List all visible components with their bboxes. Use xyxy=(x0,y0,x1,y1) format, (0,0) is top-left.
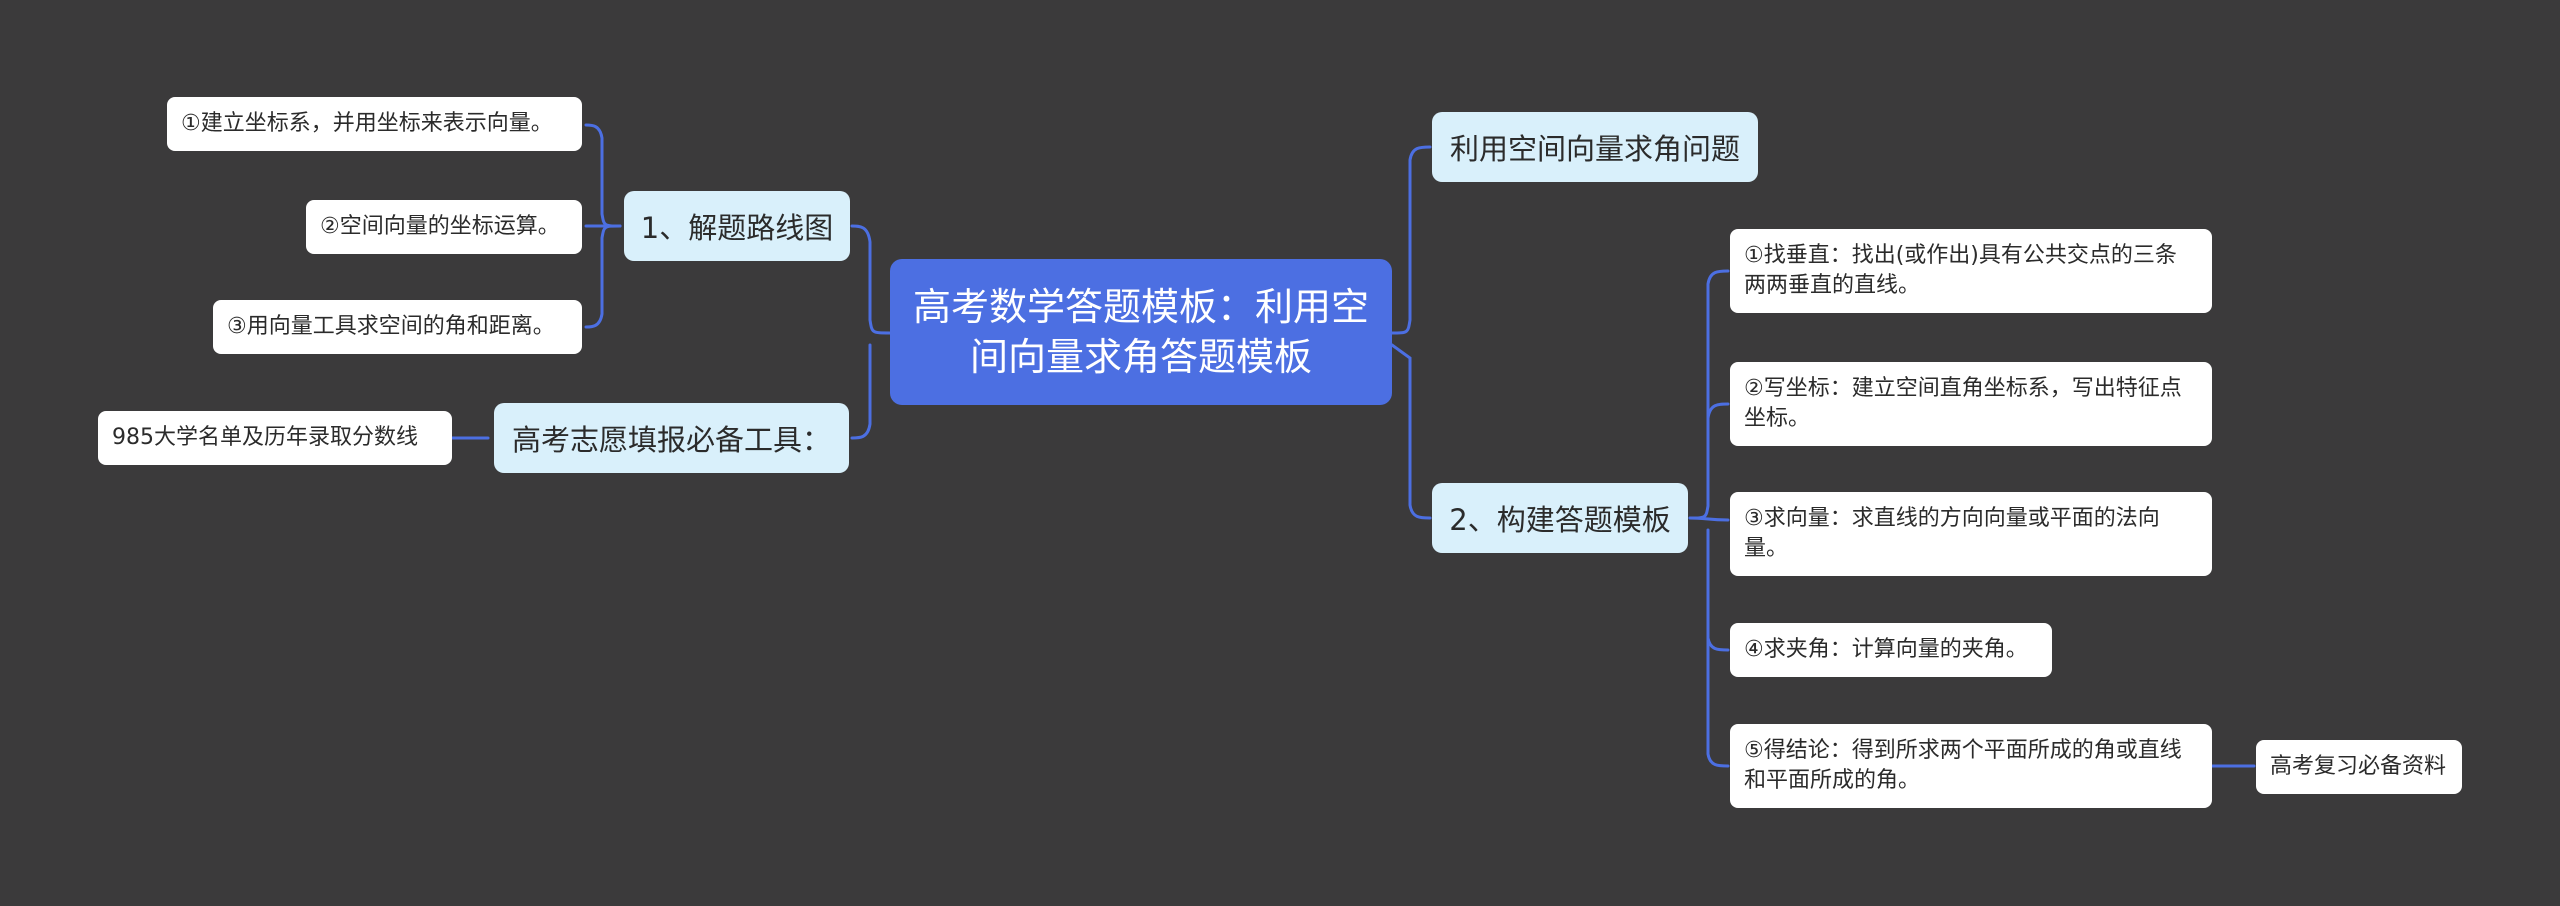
branch-solution-route[interactable]: 1、解题路线图 xyxy=(624,191,850,261)
template-step-3[interactable]: ③求向量：求直线的方向向量或平面的法向量。 xyxy=(1730,492,2212,576)
branch-angle-problem-label: 利用空间向量求角问题 xyxy=(1449,132,1740,166)
exam-review-materials[interactable]: 高考复习必备资料 xyxy=(2256,740,2462,794)
branch-angle-problem[interactable]: 利用空间向量求角问题 xyxy=(1432,112,1758,182)
branch-answer-template[interactable]: 2、构建答题模板 xyxy=(1432,483,1688,553)
template-step-4[interactable]: ④求夹角：计算向量的夹角。 xyxy=(1730,623,2052,677)
branch-solution-route-label: 1、解题路线图 xyxy=(640,211,834,245)
branch-application-tool[interactable]: 高考志愿填报必备工具： xyxy=(494,403,849,473)
branch-application-tool-label: 高考志愿填报必备工具： xyxy=(511,423,831,457)
template-step-2[interactable]: ②写坐标：建立空间直角坐标系，写出特征点坐标。 xyxy=(1730,362,2212,446)
root-topic-label: 高考数学答题模板：利用空间向量求角答题模板 xyxy=(912,285,1369,379)
template-step-5[interactable]: ⑤得结论：得到所求两个平面所成的角或直线和平面所成的角。 xyxy=(1730,724,2212,808)
template-step-1[interactable]: ①找垂直：找出(或作出)具有公共交点的三条两两垂直的直线。 xyxy=(1730,229,2212,313)
route-step-3[interactable]: ③用向量工具求空间的角和距离。 xyxy=(213,300,582,354)
root-topic[interactable]: 高考数学答题模板：利用空间向量求角答题模板 xyxy=(890,259,1392,405)
university-score-list[interactable]: 985大学名单及历年录取分数线 xyxy=(98,411,452,465)
branch-answer-template-label: 2、构建答题模板 xyxy=(1449,503,1671,537)
route-step-2[interactable]: ②空间向量的坐标运算。 xyxy=(306,200,582,254)
route-step-1[interactable]: ①建立坐标系，并用坐标来表示向量。 xyxy=(167,97,582,151)
